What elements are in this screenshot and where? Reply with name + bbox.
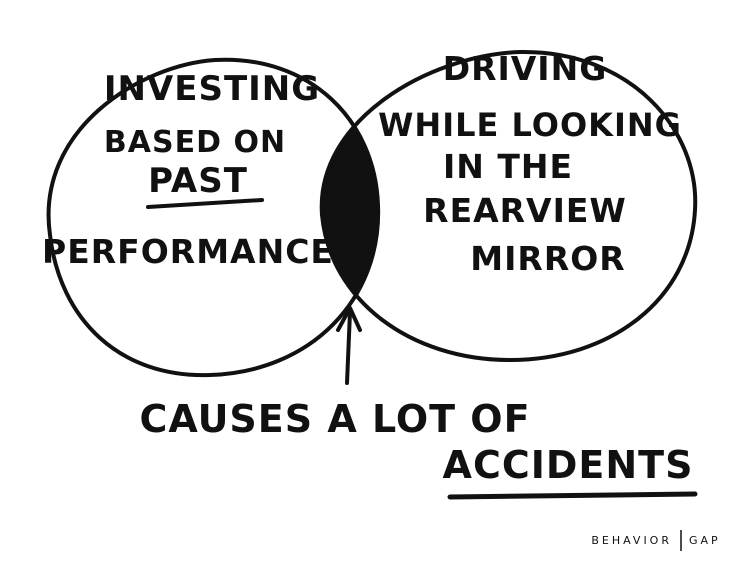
right-line-2: WHILE LOOKING [378, 106, 682, 144]
left-line-3: PAST [148, 161, 248, 201]
brand-left: BEHAVIOR [591, 534, 672, 547]
left-line-1: INVESTING [104, 69, 320, 109]
left-line-2: BASED ON [104, 125, 286, 160]
caption-line-1: CAUSES A LOT OF [139, 397, 530, 441]
right-circle [319, 49, 698, 363]
right-line-1: DRIVING [443, 49, 608, 88]
brand-right: GAP [689, 534, 721, 547]
left-circle [46, 57, 381, 378]
caption-line-2: ACCIDENTS [443, 443, 694, 487]
arrow [336, 306, 362, 385]
right-line-5: MIRROR [470, 239, 625, 278]
right-line-4: REARVIEW [423, 191, 627, 230]
left-line-4: PERFORMANCE [42, 232, 334, 271]
past-underline [146, 198, 264, 209]
right-line-3: IN THE [443, 147, 573, 186]
accidents-underline [447, 491, 698, 500]
